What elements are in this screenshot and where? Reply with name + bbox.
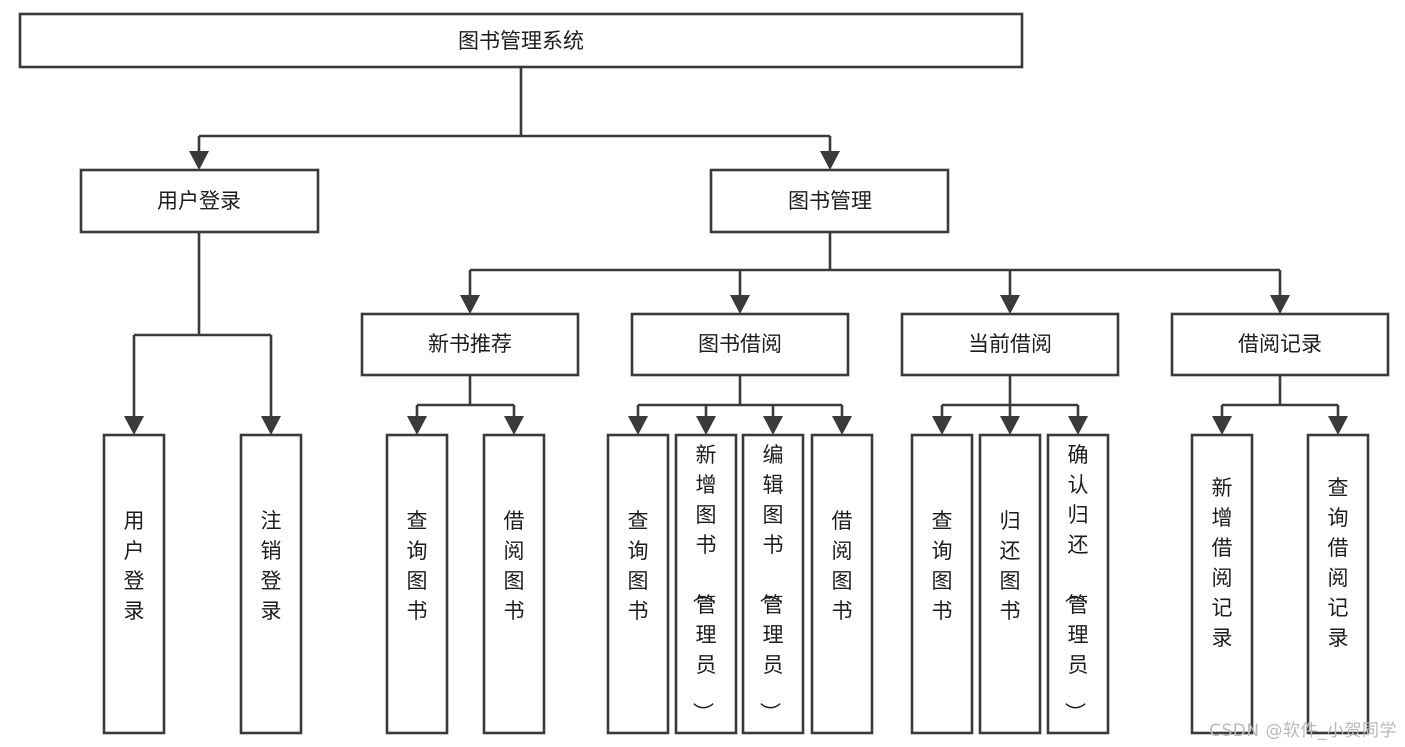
arrow-to-book-manage-icon	[820, 151, 840, 170]
leaf-user-logout-box[interactable]	[239, 433, 303, 735]
leaf-query-book-3[interactable]: 查询图书	[910, 433, 974, 735]
leaf-confirm-return-box[interactable]	[1046, 433, 1110, 735]
node-current-borrow[interactable]: 当前借阅	[900, 312, 1120, 377]
leaf-query-book-2-box[interactable]	[606, 433, 670, 735]
leaf-query-record-label: 查询借阅记录	[1328, 476, 1349, 650]
leaf-return-book-box[interactable]	[978, 433, 1042, 735]
arrow-to-user-login-icon	[189, 151, 209, 170]
node-borrow-record-box[interactable]	[1170, 312, 1390, 377]
leaf-confirm-return[interactable]: 确认归还（管理员）	[1046, 433, 1110, 735]
arrow-to-book-borrow-icon	[730, 295, 750, 314]
arrow-book-borrow-child-3-icon	[763, 416, 783, 435]
arrow-current-borrow-child-1-icon	[932, 416, 952, 435]
leaf-return-book[interactable]: 归还图书	[978, 433, 1042, 735]
node-book-manage[interactable]: 图书管理	[709, 168, 950, 234]
arrow-to-borrow-record-icon	[1270, 295, 1290, 314]
arrow-book-borrow-child-1-icon	[628, 416, 648, 435]
leaf-user-login-box[interactable]	[102, 433, 166, 735]
arrow-book-borrow-child-4-icon	[832, 416, 852, 435]
leaf-borrow-book-1-label: 借阅图书	[504, 509, 525, 623]
node-book-borrow-box[interactable]	[630, 312, 850, 377]
arrow-to-current-borrow-icon	[1000, 295, 1020, 314]
arrow-borrow-record-child-2-icon	[1328, 416, 1348, 435]
node-book-manage-label: 图书管理	[788, 189, 872, 213]
leaf-user-login-label: 用户登录	[124, 509, 145, 623]
leaf-query-book-2[interactable]: 查询图书	[606, 433, 670, 735]
leaf-confirm-return-label: 确认归还（管理员）	[1063, 443, 1089, 723]
leaf-add-record-label: 新增借阅记录	[1212, 476, 1233, 650]
leaf-edit-book-box[interactable]	[741, 433, 805, 735]
leaf-edit-book[interactable]: 编辑图书（管理员）	[741, 433, 805, 735]
arrow-current-borrow-child-2-icon	[1000, 416, 1020, 435]
leaf-user-login[interactable]: 用户登录	[102, 433, 166, 735]
arrow-new-book-child-1-icon	[407, 416, 427, 435]
leaf-borrow-book-1[interactable]: 借阅图书	[482, 433, 546, 735]
node-user-login-label: 用户登录	[157, 189, 241, 213]
arrow-user-login-child-1-icon	[124, 416, 144, 435]
leaf-query-book-1[interactable]: 查询图书	[385, 433, 449, 735]
leaf-query-book-3-label: 查询图书	[932, 509, 953, 623]
node-root-label: 图书管理系统	[458, 29, 584, 53]
leaf-user-logout[interactable]: 注销登录	[239, 433, 303, 735]
leaf-add-record-box[interactable]	[1190, 433, 1254, 735]
node-borrow-record-label: 借阅记录	[1238, 332, 1322, 356]
node-new-book-recommend-label: 新书推荐	[428, 332, 512, 356]
connector-layer	[124, 67, 1348, 435]
node-current-borrow-box[interactable]	[900, 312, 1120, 377]
leaf-query-book-2-label: 查询图书	[628, 509, 649, 623]
leaf-return-book-label: 归还图书	[1000, 509, 1021, 623]
node-new-book-recommend[interactable]: 新书推荐	[360, 312, 580, 377]
leaf-borrow-book-2[interactable]: 借阅图书	[810, 433, 874, 735]
leaf-query-book-1-label: 查询图书	[407, 509, 428, 623]
node-root[interactable]: 图书管理系统	[18, 12, 1024, 69]
leaf-user-logout-label: 注销登录	[261, 509, 282, 623]
arrow-current-borrow-child-3-icon	[1068, 416, 1088, 435]
leaf-query-record-box[interactable]	[1306, 433, 1370, 735]
node-user-login[interactable]: 用户登录	[79, 168, 320, 234]
leaf-add-book-label: 新增图书（管理员）	[691, 443, 717, 723]
arrow-book-borrow-child-2-icon	[696, 416, 716, 435]
node-book-borrow[interactable]: 图书借阅	[630, 312, 850, 377]
arrow-new-book-child-2-icon	[504, 416, 524, 435]
leaf-query-book-1-box[interactable]	[385, 433, 449, 735]
arrow-to-new-book-recommend-icon	[460, 295, 480, 314]
leaf-add-record[interactable]: 新增借阅记录	[1190, 433, 1254, 735]
leaf-add-book-box[interactable]	[674, 433, 738, 735]
arrow-user-login-child-2-icon	[261, 416, 281, 435]
arrow-borrow-record-child-1-icon	[1212, 416, 1232, 435]
leaf-query-record[interactable]: 查询借阅记录	[1306, 433, 1370, 735]
node-book-borrow-label: 图书借阅	[698, 332, 782, 356]
node-borrow-record[interactable]: 借阅记录	[1170, 312, 1390, 377]
leaf-add-book[interactable]: 新增图书（管理员）	[674, 433, 738, 735]
leaf-borrow-book-2-box[interactable]	[810, 433, 874, 735]
node-current-borrow-label: 当前借阅	[968, 332, 1052, 356]
node-user-login-box[interactable]	[79, 168, 320, 234]
leaf-query-book-3-box[interactable]	[910, 433, 974, 735]
leaf-borrow-book-1-box[interactable]	[482, 433, 546, 735]
node-book-manage-box[interactable]	[709, 168, 950, 234]
leaf-edit-book-label: 编辑图书（管理员）	[758, 443, 784, 723]
node-new-book-recommend-box[interactable]	[360, 312, 580, 377]
leaf-borrow-book-2-label: 借阅图书	[832, 509, 853, 623]
node-root-box[interactable]	[18, 12, 1024, 69]
